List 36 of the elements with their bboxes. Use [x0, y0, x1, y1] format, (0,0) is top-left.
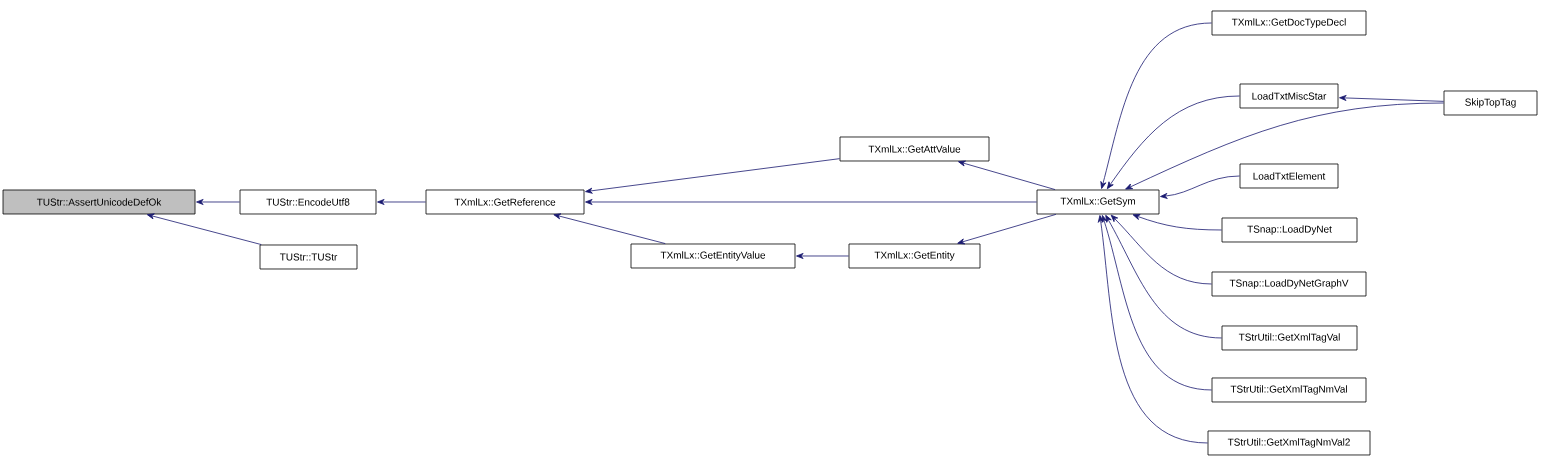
function-box: TSnap::LoadDyNet: [1221, 217, 1358, 243]
arrow: [1097, 215, 1208, 444]
arrow: [1339, 95, 1444, 102]
arrow: [1101, 215, 1212, 391]
arrow: [1106, 95, 1240, 190]
arrow: [1160, 175, 1240, 199]
arrow: [146, 213, 262, 245]
arrow: [585, 199, 1037, 205]
arrow: [796, 253, 849, 259]
arrow: [196, 199, 240, 205]
function-box: LoadTxtElement: [1239, 163, 1339, 189]
arrow: [585, 158, 840, 194]
function-box: TStrUtil::GetXmlTagNmVal2: [1207, 430, 1371, 456]
function-box: LoadTxtMiscStar: [1239, 83, 1339, 109]
arrow: [553, 213, 666, 244]
arrow: [1132, 214, 1222, 231]
arrow: [958, 160, 1056, 190]
function-box: TUStr::AssertUnicodeDefOk: [2, 189, 196, 215]
function-box: TXmlLx::GetDocTypeDecl: [1211, 10, 1367, 36]
function-box: TXmlLx::GetReference: [425, 189, 585, 215]
function-box: TXmlLx::GetEntity: [848, 243, 981, 269]
arrow: [1105, 214, 1222, 339]
function-box: TUStr::EncodeUtf8: [239, 189, 377, 215]
function-box: TXmlLx::GetAttValue: [839, 136, 990, 162]
function-box: TUStr::TUStr: [259, 244, 358, 270]
function-box: TStrUtil::GetXmlTagNmVal: [1211, 377, 1367, 403]
arrow: [1125, 102, 1444, 190]
arrow: [1110, 214, 1212, 285]
function-box: SkipTopTag: [1443, 90, 1538, 116]
arrow: [957, 214, 1057, 245]
arrow: [1100, 22, 1212, 189]
function-box: TXmlLx::GetSym: [1036, 189, 1160, 215]
function-box: TStrUtil::GetXmlTagVal: [1221, 325, 1358, 351]
function-box: TSnap::LoadDyNetGraphV: [1211, 271, 1367, 297]
arrow: [377, 199, 426, 205]
function-box: TXmlLx::GetEntityValue: [630, 243, 796, 269]
